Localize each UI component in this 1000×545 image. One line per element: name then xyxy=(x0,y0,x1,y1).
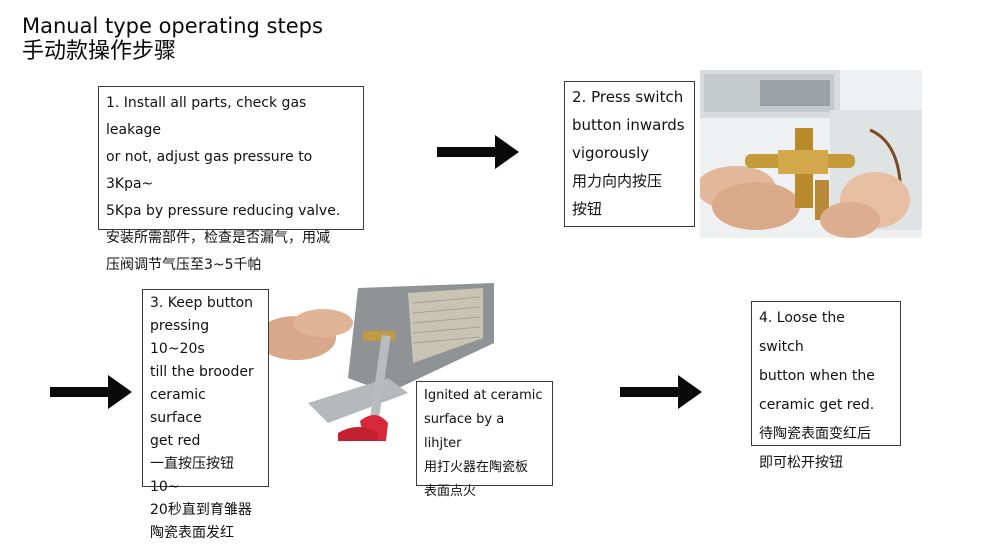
step-1-line: 安装所需部件，检查是否漏气，用减 xyxy=(106,230,330,246)
step-2-line: vigorously xyxy=(572,144,650,162)
step-3-box: 3. Keep button pressing 10~20s till the … xyxy=(142,289,269,541)
step-3-line: get red xyxy=(150,433,201,449)
step-2-line: 用力向内按压 xyxy=(572,172,663,190)
arrow-right-icon xyxy=(620,375,702,409)
step-1-line: or not, adjust gas pressure to 3Kpa~ xyxy=(106,149,313,192)
ignite-note-box: Ignited at ceramic surface by a lihjter … xyxy=(416,381,553,499)
step-4-line: 待陶瓷表面变红后 xyxy=(759,426,871,442)
step-4-line: 即可松开按钮 xyxy=(759,455,843,471)
arrow-right-icon xyxy=(437,135,519,169)
step-3-line: till the brooder xyxy=(150,364,254,380)
step-1-line: 压阀调节气压至3~5千帕 xyxy=(106,257,262,273)
title-english: Manual type operating steps xyxy=(22,14,323,38)
step-2-line: 2. Press switch xyxy=(572,88,684,106)
step-2-box: 2. Press switch button inwards vigorousl… xyxy=(564,81,695,227)
step-4-line: 4. Loose the switch xyxy=(759,310,845,355)
ignite-note-line: Ignited at ceramic xyxy=(424,388,543,403)
step-3-line: pressing 10~20s xyxy=(150,318,210,357)
step-2-line: button inwards xyxy=(572,116,685,134)
step-3-line: 陶瓷表面发红 xyxy=(150,525,234,541)
step-3-line: 一直按压按钮10~ xyxy=(150,456,234,495)
arrow-right-icon xyxy=(50,375,132,409)
step-4-line: button when the xyxy=(759,368,875,384)
title-chinese: 手动款操作步骤 xyxy=(22,39,177,64)
ignite-note-line: 用打火器在陶瓷板 xyxy=(424,460,529,475)
step-1-box: 1. Install all parts, check gas leakage … xyxy=(98,86,364,273)
step-3-line: 3. Keep button xyxy=(150,295,254,311)
valve-press-photo xyxy=(700,70,922,238)
ignite-note-line: surface by a lihjter xyxy=(424,412,505,451)
page-title: Manual type operating steps 手动款操作步骤 xyxy=(22,13,323,65)
page: { "title": { "en": "Manual type operatin… xyxy=(22,13,922,541)
step-3-line: ceramic surface xyxy=(150,387,206,426)
step-1-line: 5Kpa by pressure reducing valve. xyxy=(106,203,341,219)
step-4-line: ceramic get red. xyxy=(759,397,875,413)
step-4-box: 4. Loose the switch button when the cera… xyxy=(751,301,901,471)
step-3-line: 20秒直到育雏器 xyxy=(150,502,252,518)
ignite-note-line: 表面点火 xyxy=(424,484,477,499)
step-2-line: 按钮 xyxy=(572,200,603,218)
step-1-line: 1. Install all parts, check gas leakage xyxy=(106,95,307,138)
